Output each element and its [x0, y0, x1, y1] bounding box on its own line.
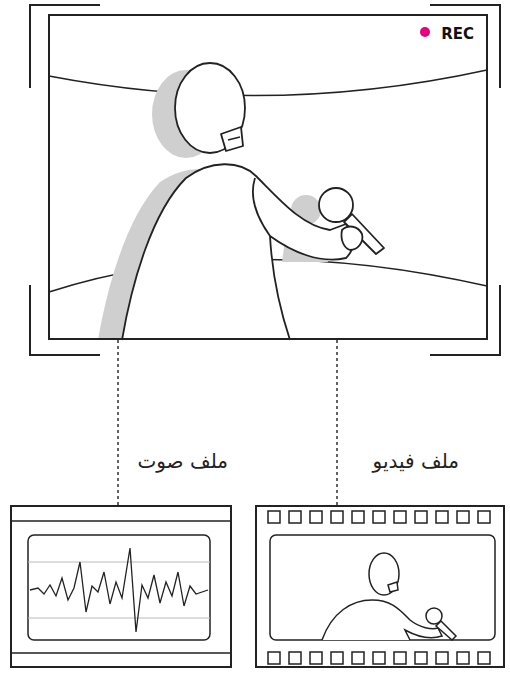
video-file-art: [268, 511, 495, 664]
corner-bracket: [430, 5, 500, 88]
sprocket-hole: [352, 511, 364, 523]
sprocket-hole: [436, 511, 448, 523]
file-band: [10, 521, 232, 653]
sprocket-hole: [457, 511, 469, 523]
sprocket-hole: [394, 652, 406, 664]
mouth: [221, 127, 243, 151]
mic-head: [319, 188, 353, 222]
mini-mic-head: [426, 608, 442, 624]
mini-reporter: [322, 553, 456, 640]
hand: [341, 227, 362, 250]
sprocket-hole: [478, 652, 490, 664]
mini-body: [322, 600, 442, 640]
sprocket-hole: [478, 511, 490, 523]
reporter-head: [175, 63, 245, 153]
sprocket-hole: [394, 511, 406, 523]
sprocket-hole: [415, 652, 427, 664]
audio-file-art: [10, 521, 232, 653]
sprocket-hole: [289, 511, 301, 523]
dashed-connector: [117, 340, 118, 505]
sprocket-hole: [415, 511, 427, 523]
file-label: ملف فيديو: [373, 449, 459, 473]
rec-indicator: REC: [441, 25, 474, 43]
sprocket-hole: [331, 652, 343, 664]
audio-file-box: ملف صوت: [10, 505, 232, 668]
mouth-line: [228, 137, 240, 140]
mini-mic-handle: [436, 621, 456, 640]
sprocket-hole: [352, 652, 364, 664]
video-frame: [270, 535, 495, 640]
sprocket-hole: [331, 511, 343, 523]
corner-bracket: [30, 5, 100, 88]
reporter: [122, 63, 384, 340]
sprocket-hole: [457, 652, 469, 664]
camera-frame: REC: [48, 14, 488, 340]
sprocket-holes: [268, 511, 490, 664]
sprocket-hole: [373, 652, 385, 664]
corner-bracket: [30, 285, 100, 355]
sprocket-hole: [310, 652, 322, 664]
horizon-line: [49, 70, 487, 96]
waveform: [30, 548, 208, 632]
sprocket-hole: [289, 652, 301, 664]
mini-mouth: [388, 582, 398, 592]
sprocket-hole: [268, 511, 280, 523]
sprocket-hole: [373, 511, 385, 523]
sprocket-hole: [268, 652, 280, 664]
sprocket-hole: [310, 511, 322, 523]
video-file-box: ملف فيديو: [255, 505, 505, 668]
waveform-panel: [28, 535, 210, 640]
reporter-body: [122, 164, 354, 340]
corner-bracket: [430, 285, 500, 355]
viewfinder-brackets: [30, 5, 500, 355]
arm-line: [253, 178, 270, 236]
sprocket-hole: [436, 652, 448, 664]
rec-dot: [420, 27, 430, 37]
mini-head: [369, 553, 399, 595]
dashed-connector: [336, 340, 337, 505]
file-label: ملف صوت: [137, 449, 228, 473]
